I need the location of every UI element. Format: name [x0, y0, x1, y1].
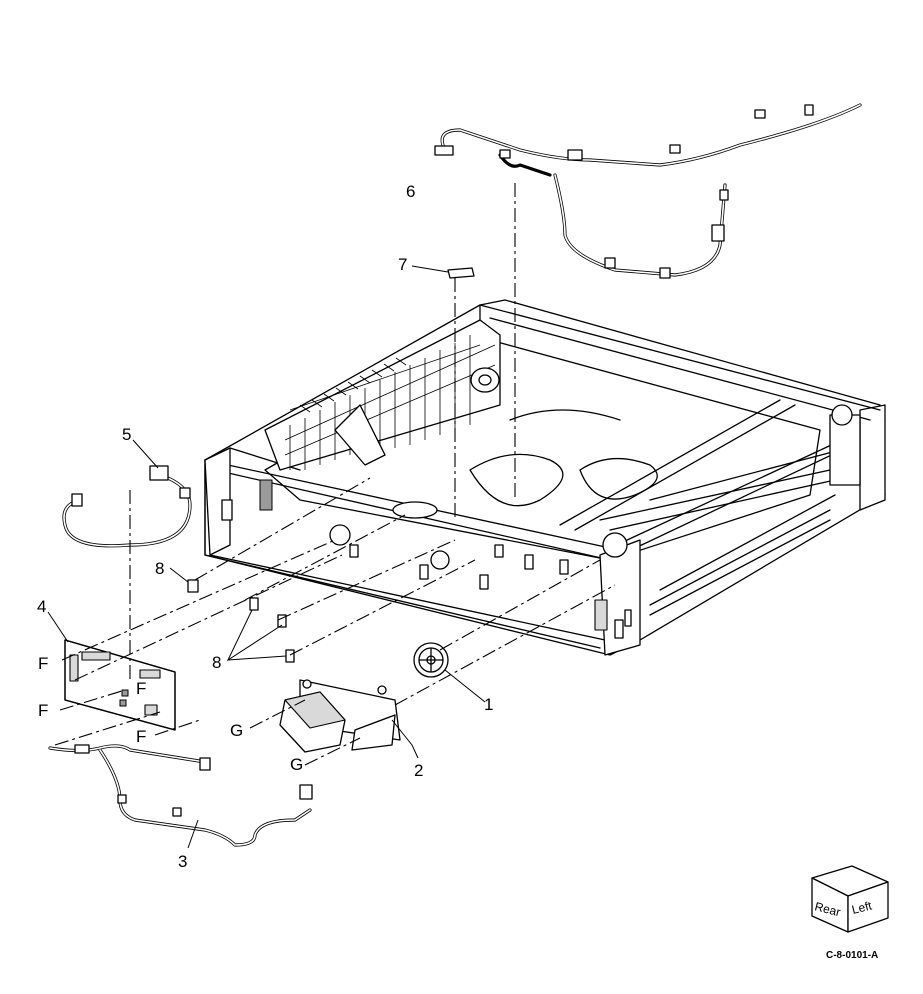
callout-g-1: G — [230, 721, 243, 740]
callout-6: 6 — [406, 182, 415, 201]
circuit-board-part-4 — [47, 611, 176, 731]
callout-1: 1 — [484, 695, 493, 714]
gear-part-1 — [413, 642, 486, 703]
wire-harness-short — [62, 439, 192, 548]
cube-label-left: Left — [850, 898, 873, 917]
motor-bracket-part-2 — [279, 679, 419, 759]
callout-7: 7 — [398, 255, 407, 274]
wire-harness-upper — [434, 103, 862, 279]
orientation-cube: Rear Left — [811, 865, 889, 933]
pad-part-7 — [411, 265, 475, 279]
assembly-lines — [54, 183, 616, 766]
callout-f-1: F — [38, 654, 48, 673]
callout-labels: 1 2 3 4 5 6 7 8 8 F F F F G G — [37, 182, 493, 871]
callout-5: 5 — [122, 425, 131, 444]
chassis-frame — [204, 299, 886, 656]
callout-4: 4 — [37, 597, 46, 616]
cube-label-rear: Rear — [813, 899, 842, 919]
callout-8-top: 8 — [155, 559, 164, 578]
wire-harness-lower — [48, 744, 313, 849]
callout-3: 3 — [178, 852, 187, 871]
callout-g-2: G — [290, 755, 303, 774]
callout-8-bottom: 8 — [212, 653, 221, 672]
callout-f-2: F — [136, 679, 146, 698]
callout-f-4: F — [136, 727, 146, 746]
clips-part-8 — [169, 567, 295, 663]
figure-id: C-8-0101-A — [826, 950, 878, 961]
callout-f-3: F — [38, 701, 48, 720]
callout-2: 2 — [414, 761, 423, 780]
